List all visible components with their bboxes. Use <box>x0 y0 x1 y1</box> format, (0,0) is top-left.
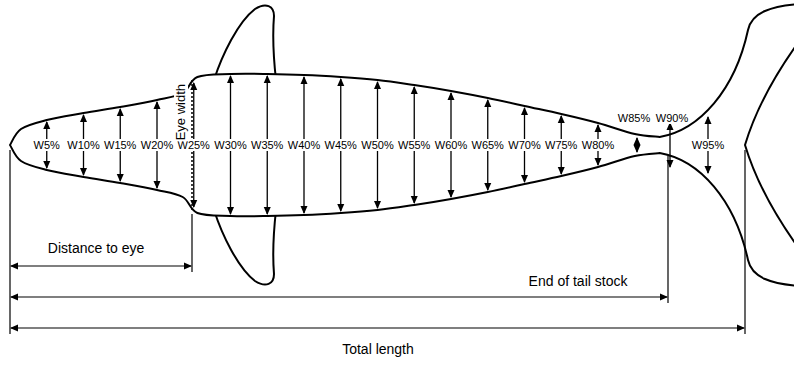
upper-flipper <box>214 5 276 80</box>
width-arrows <box>47 76 708 214</box>
width-label: W95% <box>691 139 725 151</box>
width-label: W55% <box>397 139 431 151</box>
width-label: W70% <box>507 139 541 151</box>
width-label: W65% <box>471 139 505 151</box>
whale-body <box>10 4 794 286</box>
width-arrow <box>669 123 670 167</box>
dimension-label: Distance to eye <box>47 241 146 256</box>
width-label: W40% <box>287 139 321 151</box>
width-label: W30% <box>213 139 247 151</box>
width-label: W35% <box>250 139 284 151</box>
width-label: W90% <box>655 112 689 124</box>
extension-line <box>191 214 192 272</box>
extension-line <box>9 150 10 334</box>
measurement-label: Eye width <box>174 83 188 141</box>
width-arrow <box>636 138 637 152</box>
dimension-line <box>11 265 191 266</box>
lower-flipper <box>214 210 276 285</box>
width-label: W50% <box>360 139 394 151</box>
extension-line <box>744 150 745 334</box>
dimension-label: Total length <box>341 342 415 357</box>
dimension-line <box>11 327 744 328</box>
width-label: W60% <box>434 139 468 151</box>
dimension-label: End of tail stock <box>528 274 629 289</box>
width-label: W45% <box>324 139 358 151</box>
width-label: W20% <box>140 139 174 151</box>
width-label: W10% <box>66 139 100 151</box>
width-label: W75% <box>544 139 578 151</box>
dimension-line <box>11 296 667 297</box>
width-label: W85% <box>617 112 651 124</box>
width-label: W15% <box>103 139 137 151</box>
extension-line <box>667 156 668 303</box>
width-label: W80% <box>581 139 615 151</box>
width-label: W5% <box>33 139 61 151</box>
